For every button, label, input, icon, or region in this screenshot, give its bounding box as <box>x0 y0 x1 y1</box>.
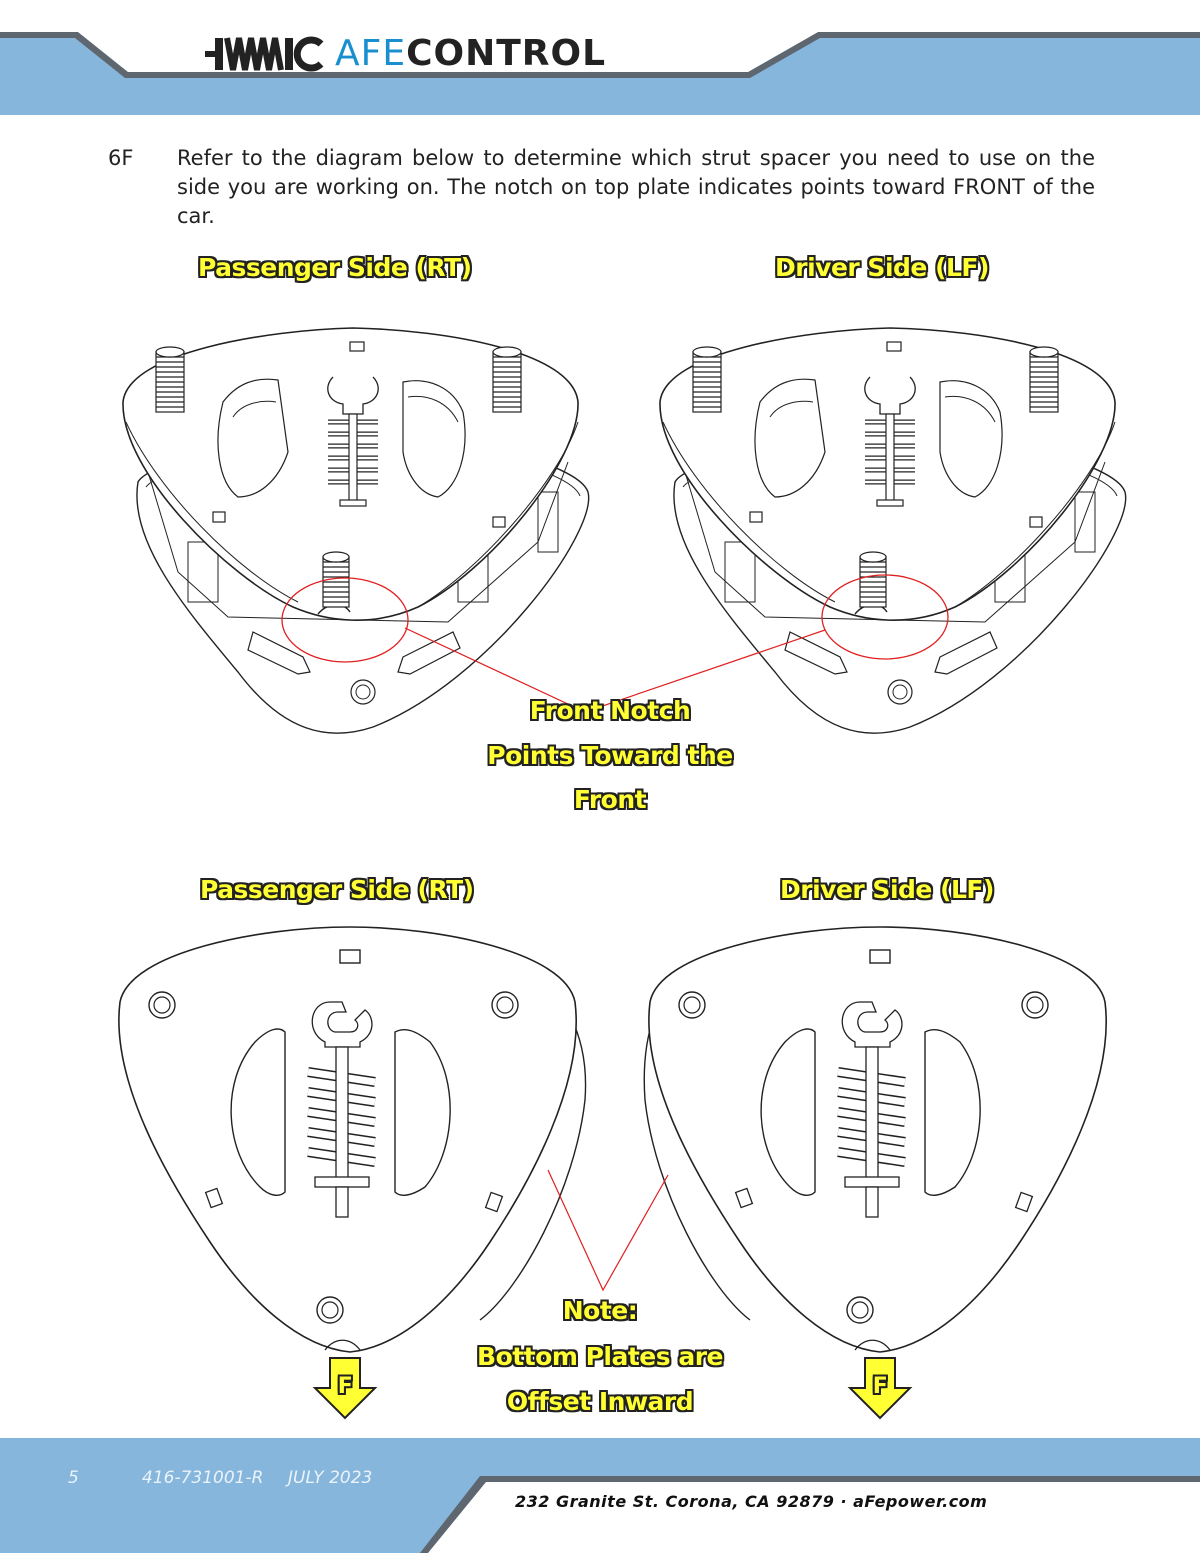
offset-note-line3: Offset Inward <box>506 1387 694 1416</box>
bottom-passenger-side-label: Passenger Side (RT) <box>200 875 474 904</box>
offset-note-line1: Note: <box>562 1296 638 1325</box>
document-number: 416-731001-R <box>142 1468 264 1488</box>
company-address: 232 Granite St. Corona, CA 92879 · aFepo… <box>515 1492 988 1511</box>
top-passenger-side-label: Passenger Side (RT) <box>198 253 472 282</box>
driver-notch-highlight <box>821 574 949 660</box>
front-notch-callout-line1: Front Notch <box>529 696 691 725</box>
afe-control-logo: AFECONTROL <box>205 30 606 78</box>
passenger-bottom-plate <box>119 927 576 1352</box>
document-date: JULY 2023 <box>288 1468 373 1488</box>
offset-note-line2: Bottom Plates are <box>477 1342 723 1371</box>
front-notch-callout-line2: Points Toward the <box>487 741 733 770</box>
passenger-notch-highlight <box>281 577 409 663</box>
step-number: 6F <box>108 146 134 170</box>
page-number: 5 <box>68 1468 79 1488</box>
passenger-front-marker: F <box>337 1374 353 1399</box>
footer-band <box>0 1438 1200 1553</box>
top-driver-side-label: Driver Side (LF) <box>775 253 989 282</box>
step-text: Refer to the diagram below to determine … <box>177 146 1095 228</box>
shock-absorber-logo-icon <box>205 36 324 72</box>
driver-bottom-plate <box>649 927 1106 1352</box>
driver-front-marker: F <box>872 1374 888 1399</box>
header-band <box>0 0 1200 115</box>
front-notch-callout-line3: Front <box>573 785 647 814</box>
logo-control-text: CONTROL <box>406 33 607 74</box>
bottom-driver-side-label: Driver Side (LF) <box>780 875 994 904</box>
logo-afe-text: AFE <box>335 33 407 74</box>
